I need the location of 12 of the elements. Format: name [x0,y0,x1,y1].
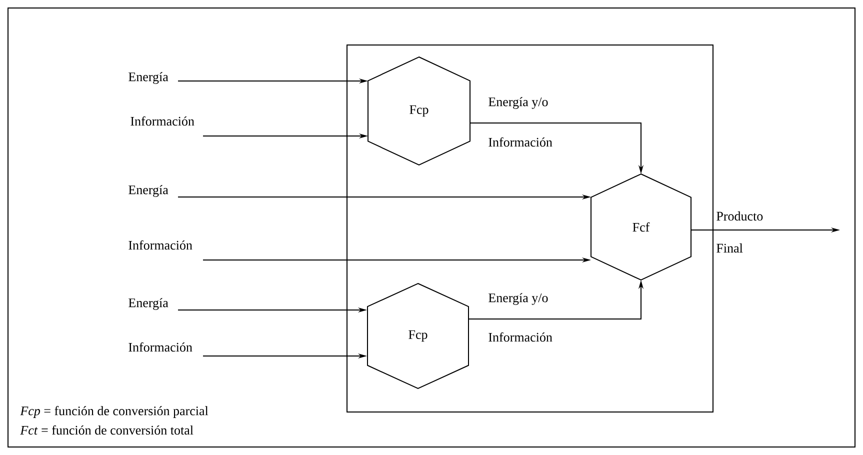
input-label: Energía [128,298,168,310]
flow-label: Final [716,243,743,253]
input-label: Energía [128,72,168,84]
legend-note: Fcp = función de conversión parcial [20,406,208,418]
flow-label: Información [488,137,552,147]
input-label: Energía [128,185,168,197]
flow-label: Energía y/o [488,293,548,305]
system-box [346,44,714,412]
input-label: Información [128,342,192,352]
legend-note: Fct = función de conversión total [20,425,194,435]
input-label: Información [130,116,194,126]
input-label: Información [128,240,192,250]
